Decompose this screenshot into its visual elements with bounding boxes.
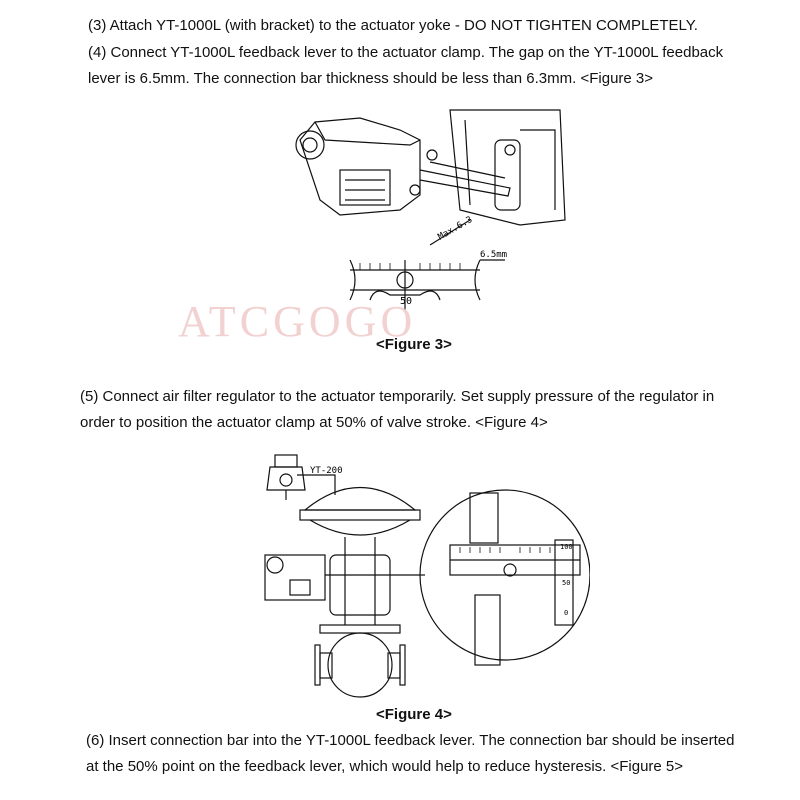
figure-4-illustration: YT-200 100 50 0 xyxy=(264,454,590,698)
thickness-label: Max.6.3 xyxy=(437,215,475,243)
figure-3-caption: <Figure 3> xyxy=(376,336,452,353)
scale-label-100: 100 xyxy=(560,543,573,551)
gap-label: 6.5mm xyxy=(480,250,507,260)
step-6-text-line2: at the 50% point on the feedback lever, … xyxy=(86,758,684,775)
step-5-text-line2: order to position the actuator clamp at … xyxy=(80,414,548,431)
step-3-text: (3) Attach YT-1000L (with bracket) to th… xyxy=(88,17,698,34)
regulator-label: YT-200 xyxy=(310,466,343,476)
step-4-text-line2: lever is 6.5mm. The connection bar thick… xyxy=(88,70,654,87)
step-5-text-line1: (5) Connect air filter regulator to the … xyxy=(80,388,715,405)
fifty-label: 50 xyxy=(400,296,412,307)
scale-label-0: 0 xyxy=(564,609,568,617)
scale-label-50: 50 xyxy=(562,579,570,587)
figure-3-illustration: 6.5mm Max.6.3 50 xyxy=(295,109,566,310)
watermark: ATCGOGO xyxy=(178,297,417,346)
step-6-text-line1: (6) Insert connection bar into the YT-10… xyxy=(86,732,735,749)
step-4-text-line1: (4) Connect YT-1000L feedback lever to t… xyxy=(88,44,724,61)
figure-4-caption: <Figure 4> xyxy=(376,706,452,723)
